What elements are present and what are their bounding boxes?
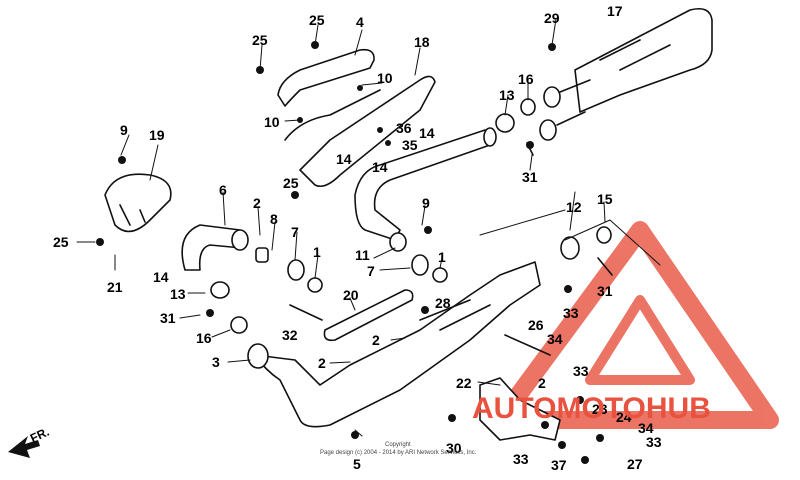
bracket-part-22 (479, 377, 561, 441)
callout-23: 23 (592, 401, 608, 417)
callout-11: 11 (355, 247, 370, 263)
callout-1: 1 (438, 249, 446, 265)
clamp-part-13 (210, 281, 230, 299)
callout-7: 7 (291, 224, 299, 240)
silencer-part-3 (247, 261, 541, 428)
callout-25: 25 (53, 234, 69, 250)
callout-15: 15 (597, 191, 613, 207)
callout-1: 1 (313, 244, 321, 260)
watermark-triangle (491, 221, 779, 429)
callout-33: 33 (563, 305, 579, 321)
callout-31: 31 (522, 169, 538, 185)
copyright-notice: Page design (c) 2004 - 2014 by ARI Netwo… (320, 450, 477, 456)
callout-8: 8 (270, 211, 278, 227)
callout-36: 36 (396, 120, 412, 136)
callout-32: 32 (282, 327, 298, 343)
callout-34: 34 (638, 420, 654, 436)
callout-14: 14 (153, 269, 169, 285)
callout-28: 28 (435, 295, 451, 311)
callout-22: 22 (456, 375, 472, 391)
shield-part-4 (277, 48, 375, 107)
protector-part-20 (323, 289, 414, 342)
callout-19: 19 (149, 127, 165, 143)
clip-part-15 (596, 226, 612, 244)
callout-17: 17 (607, 3, 623, 19)
callout-3: 3 (212, 354, 220, 370)
clamp-part-12 (560, 236, 580, 260)
gasket-part-8 (255, 247, 269, 263)
callout-25: 25 (283, 175, 299, 191)
gasket-part-7a (287, 259, 305, 281)
muffler-part-17 (539, 7, 713, 141)
callout-13: 13 (499, 87, 515, 103)
callout-25: 25 (309, 12, 325, 28)
cover-part-19 (104, 173, 172, 233)
callout-20: 20 (343, 287, 359, 303)
callout-14: 14 (419, 125, 435, 141)
callout-6: 6 (219, 182, 227, 198)
callout-12: 12 (566, 199, 582, 215)
bolt-part-31 (597, 257, 613, 276)
callout-7: 7 (367, 263, 375, 279)
gasket-part-1b (432, 267, 448, 283)
callout-10: 10 (377, 70, 393, 86)
callout-27: 27 (627, 456, 643, 472)
callout-14: 14 (336, 151, 352, 167)
watermark-brand: AUTOMOTOHUB (472, 392, 711, 425)
gasket-part-16b (520, 98, 536, 116)
callout-2: 2 (372, 332, 380, 348)
callout-10: 10 (264, 114, 280, 130)
callout-14: 14 (372, 159, 388, 175)
bolt-part-26 (504, 334, 551, 356)
callout-2: 2 (253, 195, 261, 211)
callout-33: 33 (513, 451, 529, 467)
callout-2: 2 (538, 375, 546, 391)
gasket-part-1a (307, 277, 323, 293)
callout-4: 4 (356, 14, 364, 30)
callout-35: 35 (402, 137, 418, 153)
callout-34: 34 (547, 331, 563, 347)
callout-33: 33 (573, 363, 589, 379)
copyright-label: Copyright (385, 442, 411, 448)
callout-5: 5 (353, 456, 361, 472)
gasket-part-16 (230, 316, 248, 334)
gasket-part-7b (411, 254, 429, 276)
heat-shield-part-18 (284, 75, 436, 188)
callout-26: 26 (528, 317, 544, 333)
callout-37: 37 (551, 457, 567, 473)
clamp-part-13b (495, 113, 515, 133)
callout-13: 13 (170, 286, 186, 302)
callout-21: 21 (107, 279, 123, 295)
callout-31: 31 (597, 283, 613, 299)
exhaust-pipe-part-6 (181, 224, 249, 271)
callout-24: 24 (616, 409, 632, 425)
callout-31: 31 (160, 310, 176, 326)
callout-9: 9 (422, 195, 430, 211)
callout-2: 2 (318, 355, 326, 371)
callout-16: 16 (196, 330, 212, 346)
callout-30: 30 (446, 440, 462, 456)
callout-33: 33 (646, 434, 662, 450)
exhaust-pipe-part-11 (354, 127, 497, 252)
callout-29: 29 (544, 10, 560, 26)
front-arrow-icon (8, 436, 40, 458)
callout-25: 25 (252, 32, 268, 48)
callout-9: 9 (120, 122, 128, 138)
bolt-part-32 (289, 304, 323, 321)
callout-16: 16 (518, 71, 534, 87)
callout-18: 18 (414, 34, 430, 50)
